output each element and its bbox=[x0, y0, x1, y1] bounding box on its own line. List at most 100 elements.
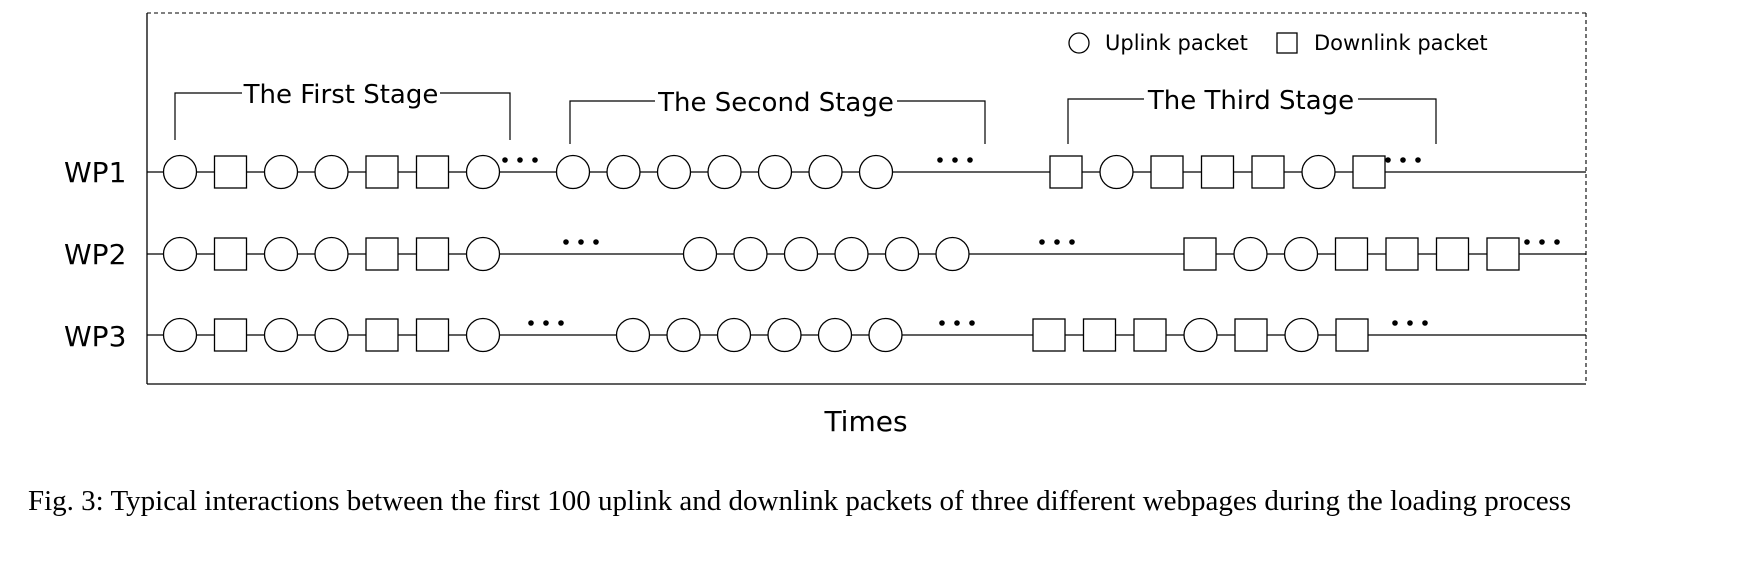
ellipsis-dot bbox=[1524, 239, 1530, 245]
ellipsis-dot bbox=[967, 157, 973, 163]
ellipsis-dot bbox=[1415, 157, 1421, 163]
ellipsis-dot bbox=[532, 157, 538, 163]
figure-caption: Fig. 3: Typical interactions between the… bbox=[28, 485, 1572, 517]
stage-bracket-3: The Third Stage bbox=[1067, 82, 1437, 144]
uplink-packet bbox=[615, 317, 651, 353]
uplink-packet bbox=[1183, 317, 1218, 353]
downlink-packet bbox=[1385, 237, 1419, 271]
uplink-packet bbox=[858, 154, 894, 190]
uplink-packet bbox=[1099, 154, 1134, 190]
stage-label-2: The Second Stage bbox=[657, 88, 894, 118]
uplink-packet bbox=[666, 317, 701, 353]
downlink-packet bbox=[365, 155, 399, 189]
downlink-packet bbox=[1435, 237, 1470, 271]
legend: Uplink packet Downlink packet bbox=[1068, 31, 1488, 55]
row-label-wp3: WP3 bbox=[64, 320, 126, 353]
downlink-packet bbox=[365, 318, 399, 352]
ellipsis-dot bbox=[939, 320, 945, 326]
uplink-packet bbox=[555, 154, 591, 190]
row-label-wp2: WP2 bbox=[64, 238, 126, 271]
uplink-packet bbox=[656, 154, 692, 190]
uplink-packet bbox=[808, 154, 843, 190]
downlink-packet bbox=[1200, 155, 1235, 189]
downlink-packet bbox=[213, 237, 248, 271]
legend-downlink-icon bbox=[1276, 32, 1298, 54]
uplink-packet bbox=[935, 236, 970, 272]
ellipsis-dot bbox=[937, 157, 943, 163]
uplink-packet bbox=[465, 154, 501, 190]
downlink-packet bbox=[1183, 237, 1217, 271]
ellipsis-dot bbox=[1039, 239, 1045, 245]
uplink-packet bbox=[263, 154, 299, 190]
legend-uplink-label: Uplink packet bbox=[1105, 31, 1248, 55]
uplink-packet bbox=[263, 317, 299, 353]
uplink-packet bbox=[767, 317, 802, 353]
uplink-packet bbox=[314, 154, 349, 190]
ellipsis-dot bbox=[543, 320, 549, 326]
uplink-packet bbox=[817, 317, 853, 353]
downlink-packet bbox=[1234, 318, 1268, 352]
downlink-packet bbox=[415, 318, 450, 352]
downlink-packet bbox=[415, 155, 450, 189]
uplink-packet bbox=[1233, 236, 1268, 272]
uplink-packet bbox=[783, 236, 819, 272]
uplink-packet bbox=[1301, 154, 1336, 190]
downlink-packet bbox=[1133, 318, 1167, 352]
stage-label-1: The First Stage bbox=[243, 80, 439, 110]
uplink-packet bbox=[314, 236, 349, 272]
uplink-packet bbox=[162, 154, 198, 190]
x-axis-label: Times bbox=[823, 405, 907, 438]
uplink-packet bbox=[314, 317, 349, 353]
downlink-packet bbox=[1486, 237, 1520, 271]
stage-label-3: The Third Stage bbox=[1147, 86, 1354, 116]
ellipsis-dot bbox=[1407, 320, 1413, 326]
uplink-packet bbox=[162, 236, 198, 272]
downlink-packet bbox=[1352, 155, 1386, 189]
uplink-packet bbox=[834, 236, 869, 272]
ellipsis-dot bbox=[952, 157, 958, 163]
uplink-packet bbox=[757, 154, 793, 190]
uplink-packet bbox=[1284, 317, 1319, 353]
uplink-packet bbox=[884, 236, 920, 272]
uplink-packet bbox=[733, 236, 768, 272]
ellipsis-dot bbox=[578, 239, 584, 245]
ellipsis-dot bbox=[517, 157, 523, 163]
ellipsis-dot bbox=[1554, 239, 1560, 245]
ellipsis-dot bbox=[563, 239, 569, 245]
downlink-packet bbox=[213, 318, 248, 352]
packet-marks bbox=[162, 154, 1560, 353]
ellipsis-dot bbox=[1422, 320, 1428, 326]
downlink-packet bbox=[1032, 318, 1066, 352]
uplink-packet bbox=[682, 236, 718, 272]
ellipsis-dot bbox=[593, 239, 599, 245]
legend-uplink-icon bbox=[1068, 32, 1090, 54]
downlink-packet bbox=[1335, 318, 1369, 352]
downlink-packet bbox=[1334, 237, 1369, 271]
ellipsis-dot bbox=[1054, 239, 1060, 245]
ellipsis-dot bbox=[969, 320, 975, 326]
uplink-packet bbox=[868, 317, 903, 353]
uplink-packet bbox=[465, 236, 501, 272]
ellipsis-dot bbox=[1539, 239, 1545, 245]
uplink-packet bbox=[465, 317, 501, 353]
ellipsis-dot bbox=[1400, 157, 1406, 163]
downlink-packet bbox=[213, 155, 248, 189]
ellipsis-dot bbox=[1069, 239, 1075, 245]
stage-bracket-1: The First Stage bbox=[174, 76, 511, 140]
uplink-packet bbox=[263, 236, 299, 272]
ellipsis-dot bbox=[1392, 320, 1398, 326]
downlink-packet bbox=[1082, 318, 1117, 352]
uplink-packet bbox=[707, 154, 742, 190]
downlink-packet bbox=[1150, 155, 1184, 189]
downlink-packet bbox=[1049, 155, 1083, 189]
ellipsis-dot bbox=[954, 320, 960, 326]
legend-downlink-label: Downlink packet bbox=[1314, 31, 1488, 55]
ellipsis-dot bbox=[528, 320, 534, 326]
uplink-packet bbox=[606, 154, 641, 190]
row-label-wp1: WP1 bbox=[64, 156, 126, 189]
downlink-packet bbox=[415, 237, 450, 271]
uplink-packet bbox=[716, 317, 752, 353]
downlink-packet bbox=[365, 237, 399, 271]
uplink-packet bbox=[162, 317, 198, 353]
downlink-packet bbox=[1251, 155, 1285, 189]
